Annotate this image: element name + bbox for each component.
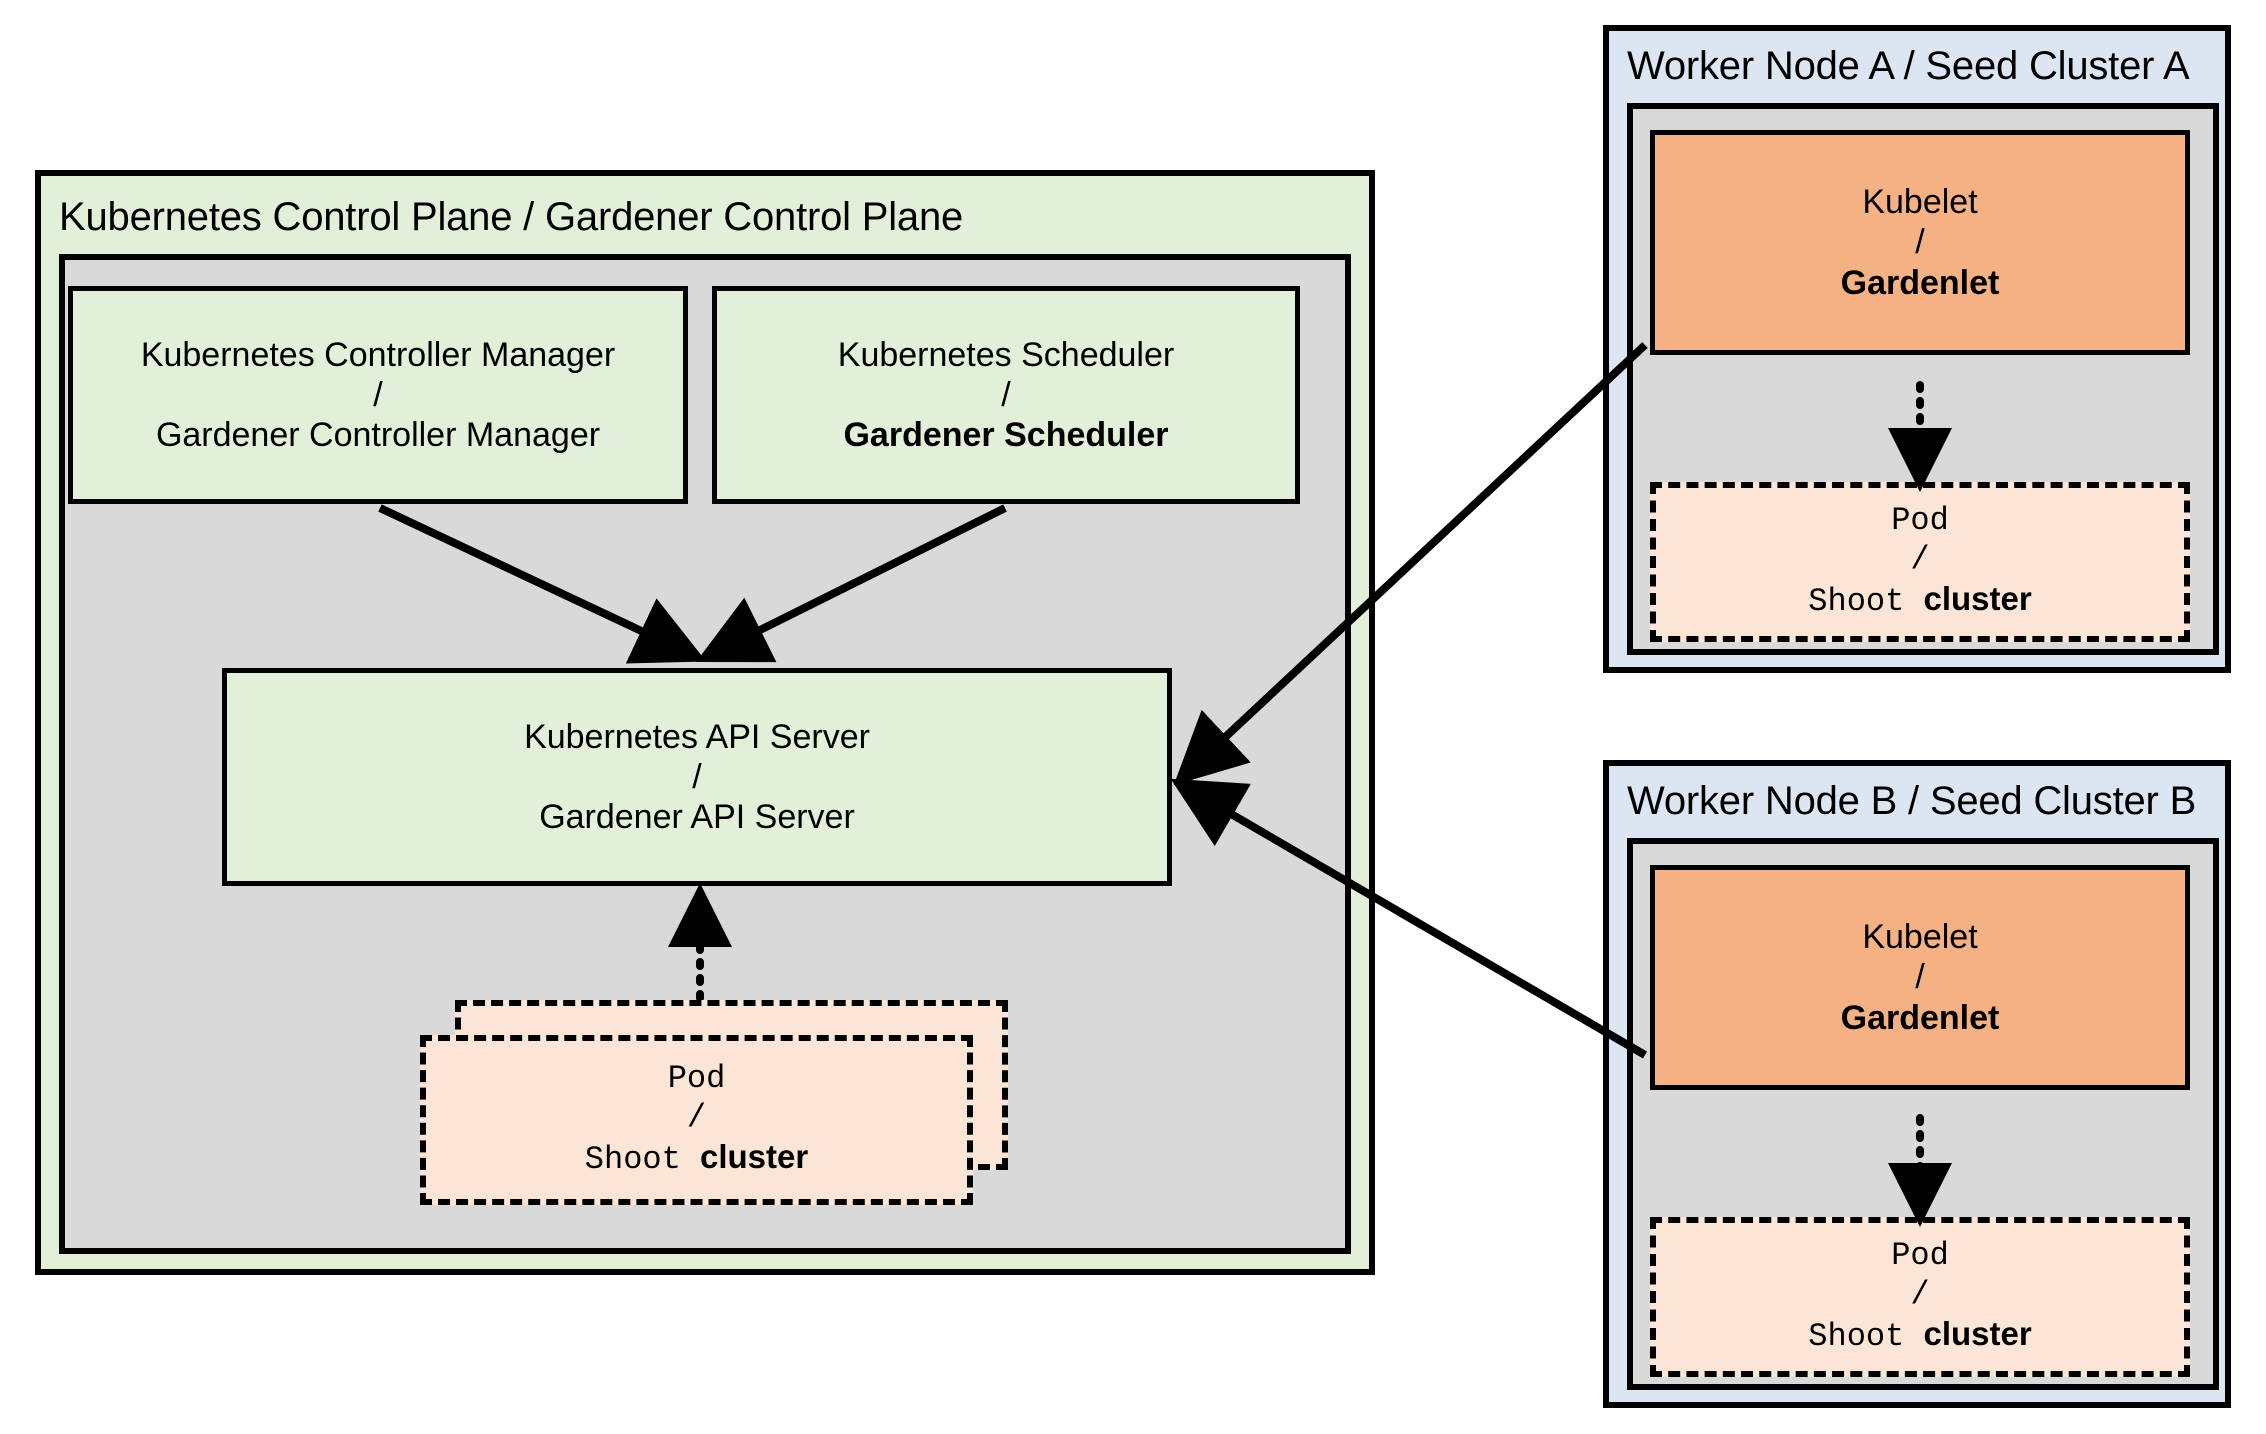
controller-manager-line1: Kubernetes Controller Manager <box>140 335 616 374</box>
control-plane-pod-line2: Shoot cluster <box>585 1137 808 1179</box>
scheduler-line2: Gardener Scheduler <box>843 416 1169 455</box>
kubelet-a-separator: / <box>1915 223 1925 262</box>
pod-b-line2-mono: Shoot <box>1808 1318 1924 1356</box>
control-plane-pod-line2-bold: cluster <box>700 1138 809 1176</box>
kubelet-a-line1: Kubelet <box>1862 183 1978 222</box>
controller-manager-line2: Gardener Controller Manager <box>155 416 601 455</box>
kubelet-gardenlet-box-a[interactable]: Kubelet / Gardenlet <box>1650 130 2190 355</box>
control-plane-pod-box[interactable]: Pod / Shoot cluster <box>420 1035 973 1205</box>
pod-a-line2-mono: Shoot <box>1808 583 1924 621</box>
seed-cluster-b-title: Worker Node B / Seed Cluster B <box>1627 779 2197 823</box>
pod-b-separator: / <box>1910 1275 1930 1313</box>
kubelet-b-separator: / <box>1915 958 1925 997</box>
api-server-separator: / <box>692 757 702 796</box>
kubelet-b-line2: Gardenlet <box>1840 998 2000 1037</box>
seed-cluster-a-title: Worker Node A / Seed Cluster A <box>1627 44 2190 88</box>
kubelet-b-line1: Kubelet <box>1862 918 1978 957</box>
api-server-line2: Gardener API Server <box>539 798 855 837</box>
pod-b-line2-bold: cluster <box>1923 1315 2032 1353</box>
scheduler-separator: / <box>1001 375 1011 414</box>
pod-b-line1: Pod <box>1891 1237 1949 1275</box>
pod-a-line2: Shoot cluster <box>1808 579 2031 621</box>
control-plane-pod-line1: Pod <box>667 1060 726 1098</box>
pod-box-a[interactable]: Pod / Shoot cluster <box>1650 482 2190 642</box>
pod-box-b[interactable]: Pod / Shoot cluster <box>1650 1217 2190 1377</box>
control-plane-pod-line2-mono: Shoot <box>584 1141 700 1179</box>
kubelet-a-line2: Gardenlet <box>1840 263 2000 302</box>
pod-a-line1: Pod <box>1891 502 1949 540</box>
control-plane-title: Kubernetes Control Plane / Gardener Cont… <box>59 195 964 239</box>
control-plane-pod-separator: / <box>686 1098 707 1136</box>
api-server-box[interactable]: Kubernetes API Server / Gardener API Ser… <box>222 668 1172 886</box>
pod-a-separator: / <box>1910 540 1930 578</box>
controller-manager-box[interactable]: Kubernetes Controller Manager / Gardener… <box>68 286 688 504</box>
controller-manager-separator: / <box>373 375 383 414</box>
api-server-line1: Kubernetes API Server <box>524 717 870 756</box>
pod-a-line2-bold: cluster <box>1923 580 2032 618</box>
scheduler-box[interactable]: Kubernetes Scheduler / Gardener Schedule… <box>712 286 1300 504</box>
pod-b-line2: Shoot cluster <box>1808 1314 2031 1356</box>
scheduler-line1: Kubernetes Scheduler <box>837 335 1175 374</box>
kubelet-gardenlet-box-b[interactable]: Kubelet / Gardenlet <box>1650 865 2190 1090</box>
